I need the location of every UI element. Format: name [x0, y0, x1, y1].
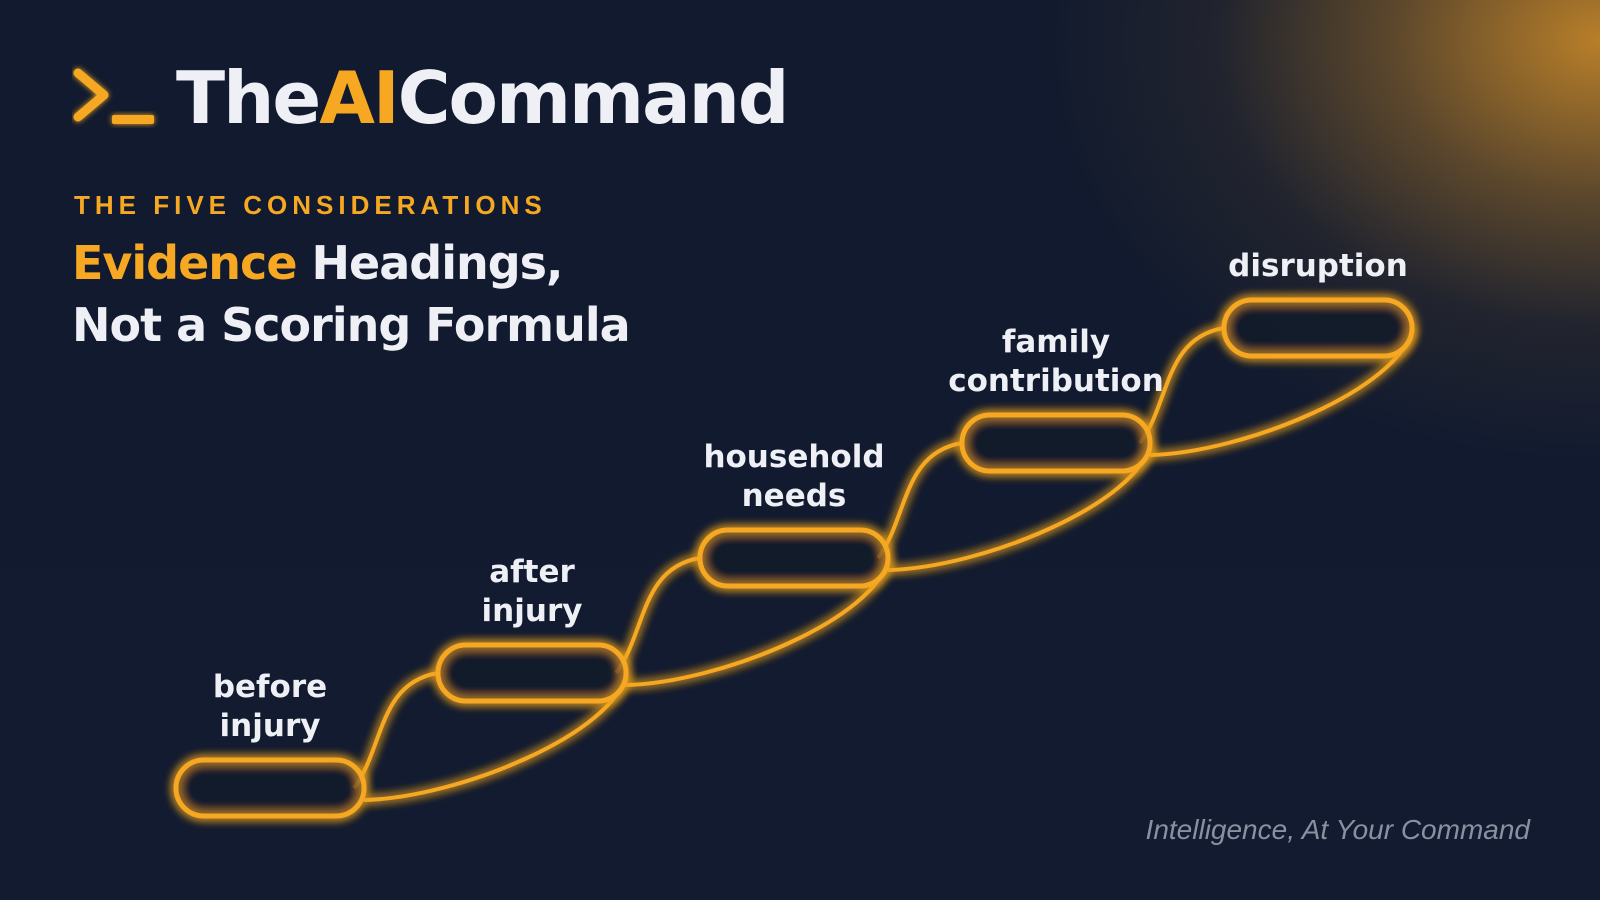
- terminal-prompt-icon: [73, 68, 154, 124]
- headline-line2: Not a Scoring Formula: [72, 298, 631, 352]
- connector-line-2-1: [614, 556, 701, 675]
- step-label-5: disruption: [1228, 248, 1408, 284]
- step-pills: [173, 297, 1415, 819]
- step-pill-4: [959, 412, 1153, 474]
- brand-logo: TheAICommand: [72, 56, 789, 140]
- tagline: Intelligence, At Your Command: [1145, 814, 1530, 845]
- headline-accent: Evidence: [72, 236, 298, 290]
- step-label-line: family: [1002, 324, 1110, 360]
- headline: Evidence Headings, Not a Scoring Formula: [72, 232, 631, 356]
- connector-line-1-1: [352, 671, 439, 790]
- step-label-line: disruption: [1228, 248, 1408, 284]
- step-label-line: after: [489, 554, 575, 590]
- headline-line1: Headings,: [296, 236, 564, 290]
- step-pill-1: [173, 757, 367, 819]
- step-label-line: household: [703, 439, 884, 475]
- step-label-line: contribution: [948, 363, 1164, 399]
- step-label-line: injury: [220, 708, 321, 744]
- section-eyebrow: THE FIVE CONSIDERATIONS: [74, 190, 547, 220]
- step-pill-2: [435, 642, 629, 704]
- step-label-line: injury: [482, 593, 583, 629]
- step-label-line: needs: [742, 478, 847, 514]
- step-pill-3: [697, 527, 891, 589]
- connector-line-3-1: [876, 441, 963, 560]
- step-pill-5: [1221, 297, 1415, 359]
- brand-name: TheAICommand: [176, 56, 789, 140]
- connector-line-4-1: [1138, 326, 1225, 445]
- step-label-line: before: [213, 669, 327, 705]
